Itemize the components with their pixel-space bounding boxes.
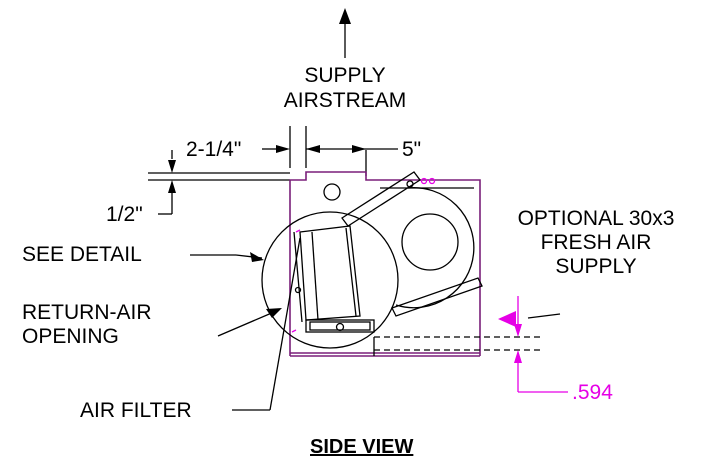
- dimension-594: .594: [572, 381, 613, 404]
- supply-line1: SUPPLY: [304, 64, 386, 87]
- supply-airstream-label: SUPPLY AIRSTREAM: [284, 64, 407, 111]
- unit-housing: [289, 171, 481, 357]
- blower-wheel: [341, 171, 483, 317]
- supply-line2: AIRSTREAM: [283, 89, 407, 112]
- top-dimension: [262, 126, 398, 176]
- optional-fresh-air-label: OPTIONAL 30x3 FRESH AIR SUPPLY: [496, 208, 696, 277]
- optional-line3: SUPPLY: [555, 255, 637, 278]
- detail-circle: [261, 211, 399, 349]
- dimension-1-2: 1/2": [106, 203, 143, 226]
- side-view-title: SIDE VIEW: [310, 436, 414, 458]
- return-line1: RETURN-AIR: [22, 301, 152, 324]
- supply-arrow: [339, 8, 351, 58]
- fresh-air-duct: [373, 336, 540, 356]
- half-inch-dimension: [148, 150, 290, 215]
- air-filter-label: AIR FILTER: [80, 399, 192, 422]
- return-air-opening-label: RETURN-AIR OPENING: [22, 302, 152, 347]
- dimension-2-1-4: 2-1/4": [186, 138, 242, 161]
- fresh-air-dimension: [498, 296, 568, 393]
- optional-line1: OPTIONAL 30x3: [517, 207, 675, 230]
- dimension-5: 5": [402, 138, 422, 161]
- return-line2: OPENING: [22, 325, 119, 348]
- air-filter-assembly: [293, 225, 375, 333]
- see-detail-label: SEE DETAIL: [22, 243, 142, 266]
- leader-lines: [190, 237, 561, 411]
- supply-port: [323, 183, 341, 201]
- optional-line2: FRESH AIR: [540, 231, 652, 254]
